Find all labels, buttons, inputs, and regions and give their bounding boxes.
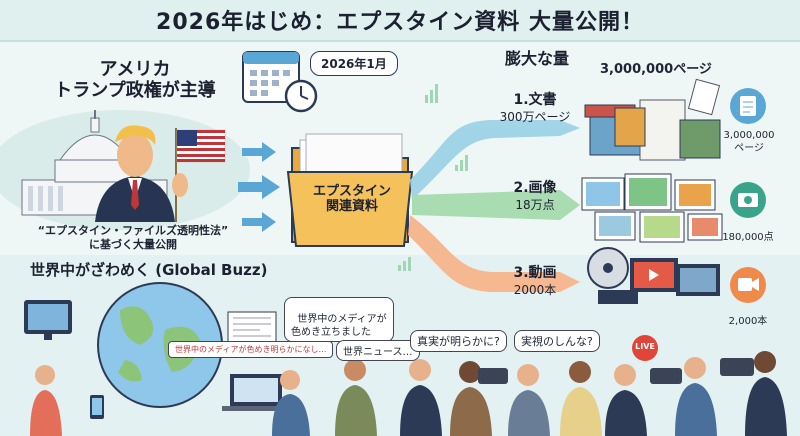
- newspaper-illustration: [227, 311, 277, 343]
- documents-icon-label-line2: ページ: [734, 142, 764, 154]
- phone-illustration: [90, 395, 104, 419]
- folder-icon: [286, 133, 414, 247]
- news-speech-bubble: 世界ニュース…: [336, 340, 420, 361]
- tv-illustration: [24, 300, 72, 340]
- folder-label-line2: 関連資料: [325, 198, 378, 214]
- camera-icon: [730, 182, 766, 218]
- photos-illustration: [581, 173, 723, 243]
- document-icon: [730, 88, 766, 124]
- media-speech-bubble: 世界中のメディアが 色めき立ちました: [284, 297, 394, 342]
- category-images: 2.画像 18万点: [480, 180, 590, 213]
- folder-label: エプスタイン 関連資料: [300, 184, 404, 215]
- category-documents-sub: 300万ページ: [499, 109, 571, 124]
- folder-label-line1: エプスタイン: [312, 184, 391, 199]
- truth-speech-bubble: 真実が明らかに?: [410, 330, 507, 352]
- documents-icon-label: 3,000,000 ページ: [722, 130, 776, 155]
- law-caption-line2: に基づく大量公開: [89, 238, 177, 252]
- laptop-illustration: [222, 374, 290, 411]
- leader-heading-line2: トランプ政権が主導: [54, 79, 216, 101]
- leader-figure-illustration: [95, 125, 188, 222]
- flow-ribbons: [408, 120, 580, 292]
- documents-count-label: 3,000,000ページ: [600, 62, 712, 77]
- documents-icon-label-line1: 3,000,000: [723, 130, 775, 141]
- law-caption: “エプスタイン・ファイルズ透明性法” に基づく大量公開: [28, 224, 238, 253]
- real-speech-bubble: 実視のしんな?: [514, 330, 600, 352]
- decorative-bars: [398, 84, 468, 271]
- videos-icon-label: 2,000本: [728, 316, 768, 327]
- law-caption-line1: “エプスタイン・ファイルズ透明性法”: [37, 224, 229, 237]
- volume-heading: 膨大な量: [504, 49, 569, 68]
- category-images-title: 2.画像: [513, 180, 557, 196]
- calendar-icon: [242, 51, 300, 103]
- document-stacks-illustration: [584, 78, 721, 161]
- date-label: 2026年1月: [310, 51, 398, 76]
- category-videos-title: 3.動画: [513, 265, 557, 281]
- leader-heading-line1: アメリカ: [99, 59, 171, 80]
- media-speech-bubble-text: 世界中のメディアが 色めき立ちました: [291, 314, 387, 338]
- category-videos: 3.動画 2000本: [480, 265, 590, 298]
- live-badge: LIVE: [635, 342, 655, 351]
- video-reels-illustration: [587, 247, 720, 304]
- buzz-heading: 世界中がざわめく (Global Buzz): [30, 261, 268, 279]
- category-documents-title: 1.文書: [513, 92, 557, 108]
- crowd-illustration: [30, 351, 787, 436]
- images-icon-label: 180,000点: [722, 232, 774, 243]
- leader-heading: アメリカ トランプ政権が主導: [40, 59, 230, 101]
- clock-icon: [284, 79, 318, 113]
- live-badge-circle: [632, 335, 658, 361]
- flow-arrows-left: [238, 142, 280, 232]
- news-ticker: 世界中のメディアが色めき明らかになし…: [168, 341, 334, 358]
- category-videos-sub: 2000本: [513, 282, 557, 297]
- title-bar: 2026年はじめ：エプスタイン資料 大量公開！: [0, 0, 800, 42]
- video-camera-icon: [730, 267, 766, 303]
- category-documents: 1.文書 300万ページ: [480, 92, 590, 125]
- page-title: 2026年はじめ：エプスタイン資料 大量公開！: [156, 10, 644, 35]
- category-images-sub: 18万点: [515, 197, 555, 212]
